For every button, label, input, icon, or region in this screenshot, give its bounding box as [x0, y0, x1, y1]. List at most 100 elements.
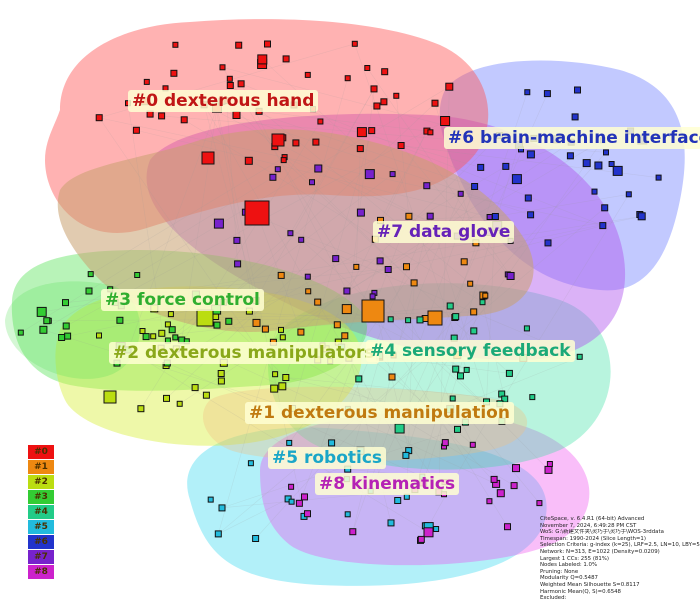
node-cluster-6[interactable]: [655, 174, 662, 181]
node-cluster-0[interactable]: [312, 138, 320, 146]
node-cluster-2[interactable]: [103, 390, 117, 404]
cluster-label-5[interactable]: #5 robotics: [268, 447, 387, 469]
node-cluster-0[interactable]: [235, 41, 243, 49]
node-cluster-3[interactable]: [17, 329, 24, 336]
node-cluster-0[interactable]: [356, 127, 367, 138]
node-cluster-0[interactable]: [292, 139, 300, 147]
node-cluster-4[interactable]: [457, 372, 464, 380]
node-cluster-6[interactable]: [601, 204, 609, 212]
node-cluster-8[interactable]: [536, 500, 543, 507]
node-cluster-7[interactable]: [423, 182, 431, 190]
node-cluster-3[interactable]: [87, 271, 94, 278]
node-cluster-1[interactable]: [427, 310, 443, 326]
node-cluster-7[interactable]: [304, 273, 311, 280]
node-cluster-0[interactable]: [264, 40, 271, 48]
node-cluster-4[interactable]: [454, 425, 461, 433]
node-cluster-8[interactable]: [469, 441, 476, 448]
node-cluster-6[interactable]: [603, 149, 609, 156]
node-cluster-6[interactable]: [526, 150, 535, 159]
node-cluster-5[interactable]: [207, 496, 214, 503]
cluster-label-8[interactable]: #8 kinematics: [315, 473, 460, 495]
node-cluster-2[interactable]: [176, 400, 183, 407]
node-cluster-3[interactable]: [39, 325, 48, 334]
node-cluster-7[interactable]: [376, 257, 384, 265]
node-cluster-5[interactable]: [288, 498, 295, 505]
node-cluster-8[interactable]: [423, 527, 434, 538]
node-cluster-7[interactable]: [356, 208, 365, 217]
node-cluster-5[interactable]: [387, 519, 395, 527]
node-cluster-1[interactable]: [261, 325, 269, 333]
node-cluster-6[interactable]: [502, 162, 510, 170]
node-cluster-6[interactable]: [591, 188, 598, 195]
node-cluster-0[interactable]: [304, 71, 311, 78]
cluster-label-4[interactable]: #4 sensory feedback: [366, 340, 575, 362]
node-cluster-1[interactable]: [403, 263, 410, 271]
node-cluster-0[interactable]: [226, 82, 234, 89]
node-cluster-6[interactable]: [491, 213, 499, 220]
node-cluster-5[interactable]: [344, 511, 351, 518]
node-cluster-1[interactable]: [341, 332, 349, 340]
node-cluster-4[interactable]: [452, 313, 460, 321]
node-cluster-2[interactable]: [164, 321, 171, 328]
node-cluster-0[interactable]: [368, 127, 376, 135]
node-cluster-0[interactable]: [373, 102, 381, 110]
node-cluster-4[interactable]: [452, 365, 460, 373]
node-cluster-3[interactable]: [85, 287, 93, 295]
node-cluster-1[interactable]: [460, 258, 468, 266]
node-cluster-7[interactable]: [426, 212, 434, 220]
node-cluster-6[interactable]: [511, 174, 522, 185]
node-cluster-3[interactable]: [225, 317, 233, 325]
node-cluster-6[interactable]: [524, 89, 531, 96]
node-cluster-7[interactable]: [332, 255, 340, 263]
node-cluster-0[interactable]: [257, 54, 268, 65]
node-cluster-2[interactable]: [217, 377, 225, 385]
node-cluster-4[interactable]: [470, 327, 478, 335]
node-cluster-0[interactable]: [132, 126, 140, 134]
node-cluster-2[interactable]: [202, 391, 210, 399]
node-cluster-0[interactable]: [146, 110, 154, 118]
node-cluster-6[interactable]: [594, 161, 603, 170]
node-cluster-4[interactable]: [355, 375, 363, 383]
node-cluster-7[interactable]: [287, 230, 294, 237]
node-cluster-1[interactable]: [333, 321, 341, 329]
node-cluster-3[interactable]: [168, 326, 176, 334]
node-cluster-8[interactable]: [512, 464, 520, 473]
node-cluster-0[interactable]: [397, 142, 405, 149]
node-cluster-6[interactable]: [477, 163, 485, 171]
node-cluster-3[interactable]: [64, 332, 72, 340]
node-cluster-5[interactable]: [328, 439, 336, 447]
node-cluster-0[interactable]: [170, 69, 178, 77]
node-cluster-3[interactable]: [142, 333, 150, 341]
node-cluster-5[interactable]: [402, 451, 410, 459]
node-cluster-3[interactable]: [134, 272, 141, 278]
node-cluster-0[interactable]: [232, 111, 241, 119]
node-cluster-0[interactable]: [317, 118, 324, 125]
node-cluster-2[interactable]: [150, 333, 157, 340]
node-cluster-5[interactable]: [286, 439, 293, 446]
node-cluster-6[interactable]: [574, 86, 581, 94]
node-cluster-7[interactable]: [309, 179, 315, 186]
node-cluster-0[interactable]: [282, 55, 290, 63]
node-cluster-7[interactable]: [364, 169, 375, 180]
node-cluster-0[interactable]: [351, 40, 358, 47]
node-cluster-7[interactable]: [486, 214, 493, 220]
node-cluster-8[interactable]: [301, 493, 308, 501]
node-cluster-4[interactable]: [416, 316, 424, 324]
node-cluster-8[interactable]: [546, 461, 553, 467]
node-cluster-8[interactable]: [295, 499, 303, 507]
node-cluster-0[interactable]: [445, 82, 454, 91]
node-cluster-2[interactable]: [196, 309, 214, 327]
cluster-label-0[interactable]: #0 dexterous hand: [128, 90, 319, 112]
node-cluster-6[interactable]: [608, 161, 615, 167]
node-cluster-8[interactable]: [288, 483, 295, 490]
cluster-label-7[interactable]: #7 data glove: [373, 221, 515, 243]
node-cluster-0[interactable]: [380, 98, 388, 106]
node-cluster-2[interactable]: [272, 371, 279, 378]
node-cluster-8[interactable]: [496, 489, 505, 498]
node-cluster-0[interactable]: [427, 129, 434, 136]
node-cluster-6[interactable]: [612, 165, 623, 176]
node-cluster-3[interactable]: [213, 321, 221, 329]
node-cluster-8[interactable]: [417, 535, 425, 543]
node-cluster-7[interactable]: [274, 166, 281, 173]
node-cluster-7[interactable]: [506, 272, 515, 280]
